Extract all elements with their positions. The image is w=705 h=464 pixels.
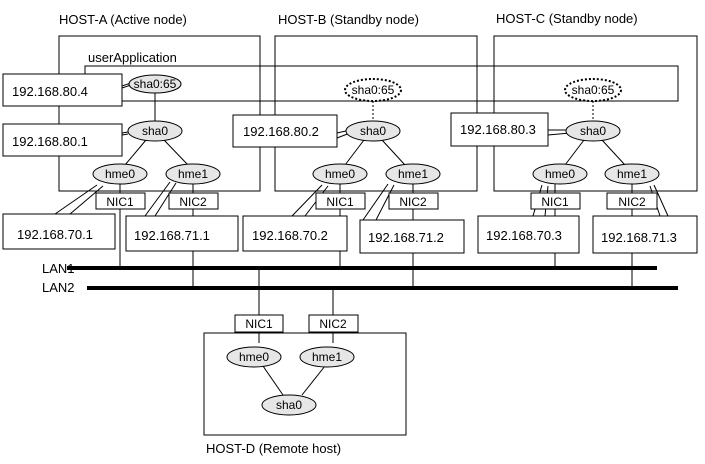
host-b-nic2: NIC2 [388, 192, 439, 210]
svg-text:hme1: hme1 [178, 167, 208, 181]
svg-text:sha0:65: sha0:65 [352, 83, 395, 97]
svg-text:sha0:65: sha0:65 [572, 83, 615, 97]
ip-b-sha0: 192.168.80.2 [232, 114, 338, 148]
host-a-sha0: sha0 [127, 120, 183, 142]
svg-text:NIC2: NIC2 [179, 195, 207, 209]
host-c-title: HOST-C (Standby node) [496, 11, 638, 26]
ip-a-sha0: 192.168.80.1 [2, 123, 123, 157]
ip-a-takeover: 192.168.80.4 [2, 73, 123, 107]
svg-text:hme1: hme1 [312, 350, 342, 364]
callout-leaders [54, 82, 669, 221]
host-b-sha0: sha0 [345, 120, 401, 142]
host-d-nic1: NIC1 [234, 314, 284, 333]
host-b-sha0-65: sha0:65 [344, 78, 402, 102]
host-b-hme1: hme1 [385, 163, 441, 185]
lan1-label: LAN1 [42, 261, 75, 276]
host-d-nic2: NIC2 [308, 314, 359, 333]
svg-text:sha0: sha0 [360, 124, 386, 138]
svg-text:hme1: hme1 [398, 167, 428, 181]
host-d-hme0: hme0 [226, 346, 282, 368]
svg-text:hme0: hme0 [105, 167, 135, 181]
svg-text:hme1: hme1 [617, 167, 647, 181]
svg-text:NIC1: NIC1 [326, 195, 354, 209]
host-c-sha0-65: sha0:65 [564, 78, 622, 102]
host-b-nic1: NIC1 [315, 192, 366, 210]
ip-c-sha0: 192.168.80.3 [450, 112, 549, 147]
svg-text:192.168.71.1: 192.168.71.1 [134, 228, 210, 243]
host-a-nic1: NIC1 [95, 192, 146, 210]
host-c-hme1: hme1 [604, 163, 660, 185]
svg-text:hme0: hme0 [239, 350, 269, 364]
svg-text:192.168.70.3: 192.168.70.3 [486, 228, 562, 243]
svg-text:192.168.71.3: 192.168.71.3 [601, 230, 677, 245]
svg-text:NIC1: NIC1 [245, 317, 273, 331]
svg-text:hme0: hme0 [545, 167, 575, 181]
ip-c-hme1: 192.168.71.3 [592, 215, 698, 254]
lan2-label: LAN2 [42, 280, 75, 295]
userapplication-label: userApplication [88, 50, 177, 65]
svg-text:192.168.80.3: 192.168.80.3 [460, 122, 536, 137]
svg-text:sha0:65: sha0:65 [134, 77, 177, 91]
ip-c-hme0: 192.168.70.3 [477, 215, 580, 254]
svg-text:192.168.80.1: 192.168.80.1 [12, 134, 88, 149]
host-c-nic2: NIC2 [606, 192, 658, 210]
svg-text:sha0: sha0 [142, 124, 168, 138]
host-b-hme0: hme0 [312, 163, 368, 185]
ip-b-hme0: 192.168.70.2 [242, 215, 348, 252]
ip-a-hme1: 192.168.71.1 [125, 215, 239, 252]
svg-text:192.168.70.2: 192.168.70.2 [252, 228, 328, 243]
svg-text:sha0: sha0 [276, 398, 302, 412]
host-c-hme0: hme0 [532, 163, 588, 185]
host-a-nic2: NIC2 [168, 192, 219, 210]
svg-text:NIC2: NIC2 [618, 195, 646, 209]
host-c-sha0: sha0 [565, 120, 621, 142]
svg-text:192.168.80.2: 192.168.80.2 [243, 124, 319, 139]
host-b-title: HOST-B (Standby node) [278, 12, 419, 27]
svg-text:NIC1: NIC1 [541, 195, 569, 209]
svg-text:192.168.80.4: 192.168.80.4 [12, 84, 88, 99]
svg-text:sha0: sha0 [580, 124, 606, 138]
svg-text:NIC1: NIC1 [106, 195, 134, 209]
host-a-box [58, 35, 261, 192]
host-b-box [274, 35, 478, 192]
ip-a-hme0: 192.168.70.1 [2, 213, 116, 250]
svg-text:192.168.70.1: 192.168.70.1 [17, 227, 93, 242]
ip-b-hme1: 192.168.71.2 [359, 219, 465, 254]
svg-text:192.168.71.2: 192.168.71.2 [368, 230, 444, 245]
svg-text:NIC2: NIC2 [319, 317, 347, 331]
host-d-hme1: hme1 [299, 346, 355, 368]
host-a-title: HOST-A (Active node) [59, 12, 187, 27]
host-d-title: HOST-D (Remote host) [206, 441, 341, 456]
host-a-hme1: hme1 [165, 163, 221, 185]
host-d-box [203, 332, 407, 436]
host-d-sha0: sha0 [261, 394, 317, 416]
svg-text:hme0: hme0 [325, 167, 355, 181]
host-a-hme0: hme0 [92, 163, 148, 185]
host-a-sha0-65: sha0:65 [128, 74, 182, 94]
svg-text:NIC2: NIC2 [399, 195, 427, 209]
host-c-nic1: NIC1 [530, 192, 581, 210]
